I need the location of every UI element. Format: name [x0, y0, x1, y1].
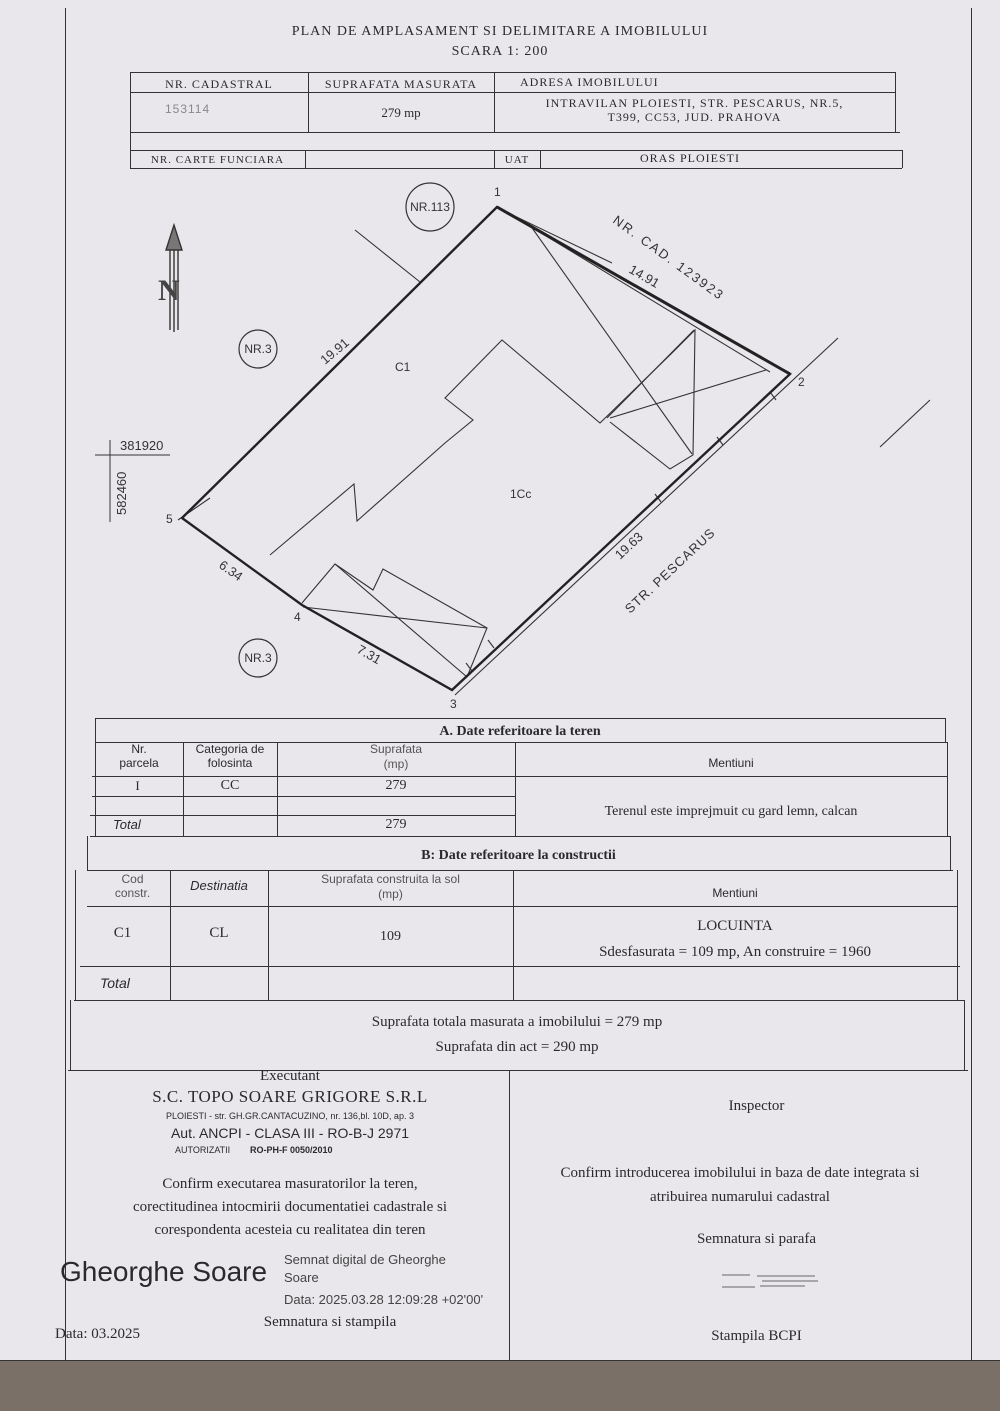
- executant-confirm3: corespondenta acesteia cu realitatea din…: [154, 1222, 426, 1238]
- mention-b-line1: LOCUINTA: [697, 918, 773, 934]
- north-letter: N: [158, 274, 180, 307]
- length-3-4: 7.31: [355, 642, 384, 668]
- authorization-label: AUTORIZATII: [175, 1145, 231, 1155]
- plan-scale: SCARA 1: 200: [451, 44, 549, 59]
- annex-cross: [609, 369, 767, 419]
- row-nr: I: [135, 778, 140, 793]
- adresa-label: ADRESA IMOBILULUI: [520, 75, 659, 89]
- point-3: 3: [450, 697, 457, 711]
- annex-cross: [606, 329, 695, 419]
- neighbor-top-label: NR.113: [410, 200, 450, 214]
- site-plan: N NR.113 NR.3 NR.3 381920 582460 1 2 3 4…: [95, 182, 931, 711]
- sheet-frame: [65, 8, 972, 1360]
- coord-x: 381920: [120, 438, 163, 453]
- point-4: 4: [294, 610, 301, 624]
- annex-cross: [529, 224, 693, 455]
- section-b-title: B: Date referitoare la constructii: [421, 848, 616, 863]
- signature-divider: [509, 1070, 510, 1360]
- signer-name: Gheorghe Soare: [60, 1256, 268, 1287]
- col-parcel-line2: parcela: [119, 756, 159, 770]
- length-2-3: 19.63: [612, 529, 646, 562]
- col-cod-line2: constr.: [114, 886, 151, 900]
- total-a-supr: 279: [385, 817, 407, 832]
- row-dest: CL: [209, 925, 229, 941]
- plan-title: PLAN DE AMPLASAMENT SI DELIMITARE A IMOB…: [291, 24, 709, 39]
- col-cat-line1: Categoria de: [195, 742, 265, 756]
- neighbor-bottom-label: NR.3: [244, 651, 272, 665]
- table-surface: [0, 1360, 1000, 1411]
- nr-cadastral-value: 153114: [165, 102, 211, 116]
- adresa-line1: INTRAVILAN PLOIESTI, STR. PESCARUS, NR.5…: [545, 96, 844, 110]
- total-a-label: Total: [113, 817, 141, 832]
- executant-confirm1: Confirm executarea masuratorilor la tere…: [162, 1176, 418, 1192]
- north-arrow-icon: [165, 222, 183, 332]
- row-supr: 279: [385, 778, 407, 793]
- neighbor-circle: [238, 638, 278, 678]
- neighbor-circle: [405, 182, 455, 232]
- col-supr-b-line1: Suprafata construita la sol: [321, 872, 460, 886]
- digital-sign-line1: Semnat digital de Gheorghe: [284, 1252, 446, 1267]
- suprafata-value: 279 mp: [381, 105, 421, 120]
- building-c1-label: C1: [395, 360, 411, 374]
- point-1: 1: [494, 185, 501, 199]
- col-supr-line2: (mp): [383, 757, 409, 771]
- total-b-label: Total: [100, 975, 130, 991]
- authorization-value: RO-PH-F 0050/2010: [250, 1145, 333, 1155]
- uat-label: UAT: [504, 154, 530, 166]
- col-parcel-line1: Nr.: [131, 742, 147, 756]
- neighbor-left-label: NR.3: [244, 342, 272, 356]
- section-a-title: A. Date referitoare la teren: [439, 724, 601, 739]
- coord-y: 582460: [114, 472, 129, 515]
- col-supr-b-line2: (mp): [378, 887, 403, 901]
- executant-label: Executant: [260, 1068, 320, 1084]
- row-cod: C1: [113, 925, 132, 941]
- annex-cross: [302, 606, 488, 629]
- executant-address: PLOIESTI - str. GH.GR.CANTACUZINO, nr. 1…: [166, 1111, 414, 1121]
- suprafata-label: SUPRAFATA MASURATA: [324, 77, 478, 91]
- executant-sign-label: Semnatura si stampila: [263, 1314, 397, 1330]
- mention-a: Terenul este imprejmuit cu gard lemn, ca…: [604, 804, 858, 819]
- executant-auth: Aut. ANCPI - CLASA III - RO-B-J 2971: [170, 1125, 410, 1141]
- inspector-confirm1: Confirm introducerea imobilului in baza …: [560, 1165, 920, 1181]
- mention-b-line2: Sdesfasurata = 109 mp, An construire = 1…: [599, 944, 871, 960]
- col-mentiuni-a: Mentiuni: [708, 756, 754, 770]
- nr-cad-label: NR. CAD. 123923: [610, 212, 727, 303]
- cadastral-sheet: [0, 0, 1000, 1360]
- row-cat: CC: [220, 778, 240, 793]
- point-5: 5: [166, 512, 173, 526]
- stamp-label: Stampila BCPI: [711, 1328, 802, 1344]
- length-1-2: 14.91: [627, 262, 663, 291]
- carte-funciara-label: NR. CARTE FUNCIARA: [150, 154, 285, 166]
- row-supr-b: 109: [380, 929, 401, 944]
- col-cat-line2: folosinta: [207, 756, 253, 770]
- uat-value: ORAS PLOIESTI: [639, 151, 740, 165]
- nr-cadastral-label: NR. CADASTRAL: [165, 77, 273, 91]
- col-cod-line1: Cod: [121, 872, 144, 886]
- executant-company: S.C. TOPO SOARE GRIGORE S.R.L: [152, 1087, 428, 1106]
- parcel-label: 1Cc: [510, 487, 531, 501]
- inspector-label: Inspector: [728, 1098, 785, 1114]
- street-edge: [879, 399, 931, 448]
- col-destinatia: Destinatia: [190, 878, 248, 893]
- length-5-1: 19.91: [317, 335, 352, 367]
- inspector-confirm2: atribuirea numarului cadastral: [650, 1189, 830, 1205]
- street-edge: [454, 337, 839, 696]
- col-supr-line1: Suprafata: [369, 742, 423, 756]
- inspector-sign-label: Semnatura si parafa: [696, 1231, 817, 1247]
- sheet-bottom-edge: [0, 1360, 1000, 1361]
- digital-sign-line2: Soare: [284, 1270, 319, 1285]
- executant-confirm2: corectitudinea intocmirii documentatiei …: [132, 1199, 448, 1215]
- digital-sign-date: Data: 2025.03.28 12:09:28 +02'00': [284, 1292, 484, 1307]
- col-mentiuni-b: Mentiuni: [712, 886, 758, 900]
- boundary-1-2: [496, 205, 791, 376]
- neighbor-line: [354, 229, 421, 283]
- adresa-line2: T399, CC53, JUD. PRAHOVA: [607, 110, 782, 124]
- summary-line1: Suprafata totala masurata a imobilului =…: [371, 1014, 663, 1030]
- document-date: Data: 03.2025: [55, 1326, 140, 1342]
- neighbor-circle: [238, 329, 278, 369]
- summary-line2: Suprafata din act = 290 mp: [435, 1039, 599, 1055]
- annex-cross: [334, 563, 468, 678]
- point-2: 2: [798, 375, 805, 389]
